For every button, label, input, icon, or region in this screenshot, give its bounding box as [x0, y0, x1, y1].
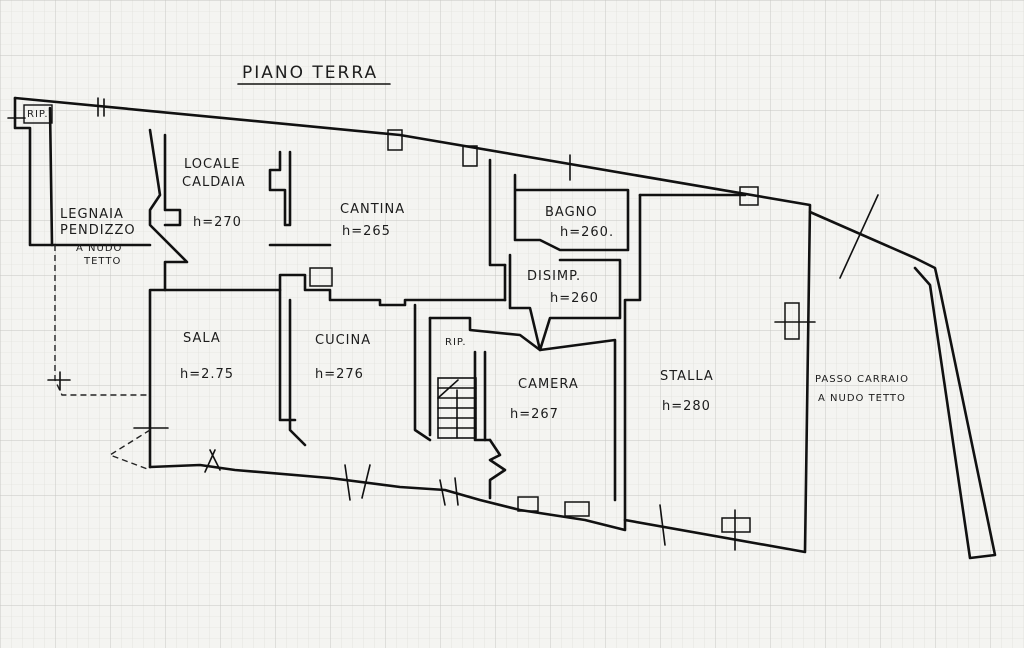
passo-carraio-edge	[808, 194, 997, 560]
room-cantina-name: CANTINA	[340, 202, 405, 217]
room-caldaia-height: h=270	[193, 215, 242, 230]
room-legnaia-note2: TETTO	[83, 256, 121, 267]
dashed-outline	[54, 245, 151, 471]
room-legnaia-name2: PENDIZZO	[60, 223, 136, 238]
openings	[7, 97, 816, 551]
room-disimp-name: DISIMP.	[527, 269, 581, 284]
room-sala-height: h=2.75	[180, 367, 234, 382]
room-bagno-name: BAGNO	[545, 205, 598, 220]
room-stalla-name: STALLA	[660, 369, 714, 384]
room-cucina-height: h=276	[315, 367, 364, 382]
room-rip-top-name: RIP.	[27, 109, 49, 120]
room-rip-mid-name: RIP.	[445, 337, 467, 348]
room-stalla-height: h=280	[662, 399, 711, 414]
room-cantina-height: h=265	[342, 224, 391, 239]
room-legnaia-name: LEGNAIA	[60, 207, 124, 222]
plan-title: PIANO TERRA	[242, 63, 378, 83]
interior-walls	[163, 133, 747, 522]
room-caldaia-name: LOCALE	[184, 157, 240, 172]
room-caldaia-name2: CALDAIA	[182, 175, 246, 190]
room-labels: RIP. LEGNAIA PENDIZZO A NUDO TETTO LOCAL…	[23, 104, 909, 422]
room-legnaia-note1: A NUDO	[76, 243, 122, 254]
stair	[437, 377, 477, 439]
room-sala-name: SALA	[183, 331, 221, 346]
room-passo-carraio-note: A NUDO TETTO	[818, 393, 906, 404]
room-camera-name: CAMERA	[518, 377, 579, 392]
room-disimp-height: h=260	[550, 291, 599, 306]
room-bagno-height: h=260.	[560, 225, 614, 240]
room-passo-carraio-name: PASSO CARRAIO	[815, 374, 909, 385]
room-cucina-name: CUCINA	[315, 333, 371, 348]
room-camera-height: h=267	[510, 407, 559, 422]
